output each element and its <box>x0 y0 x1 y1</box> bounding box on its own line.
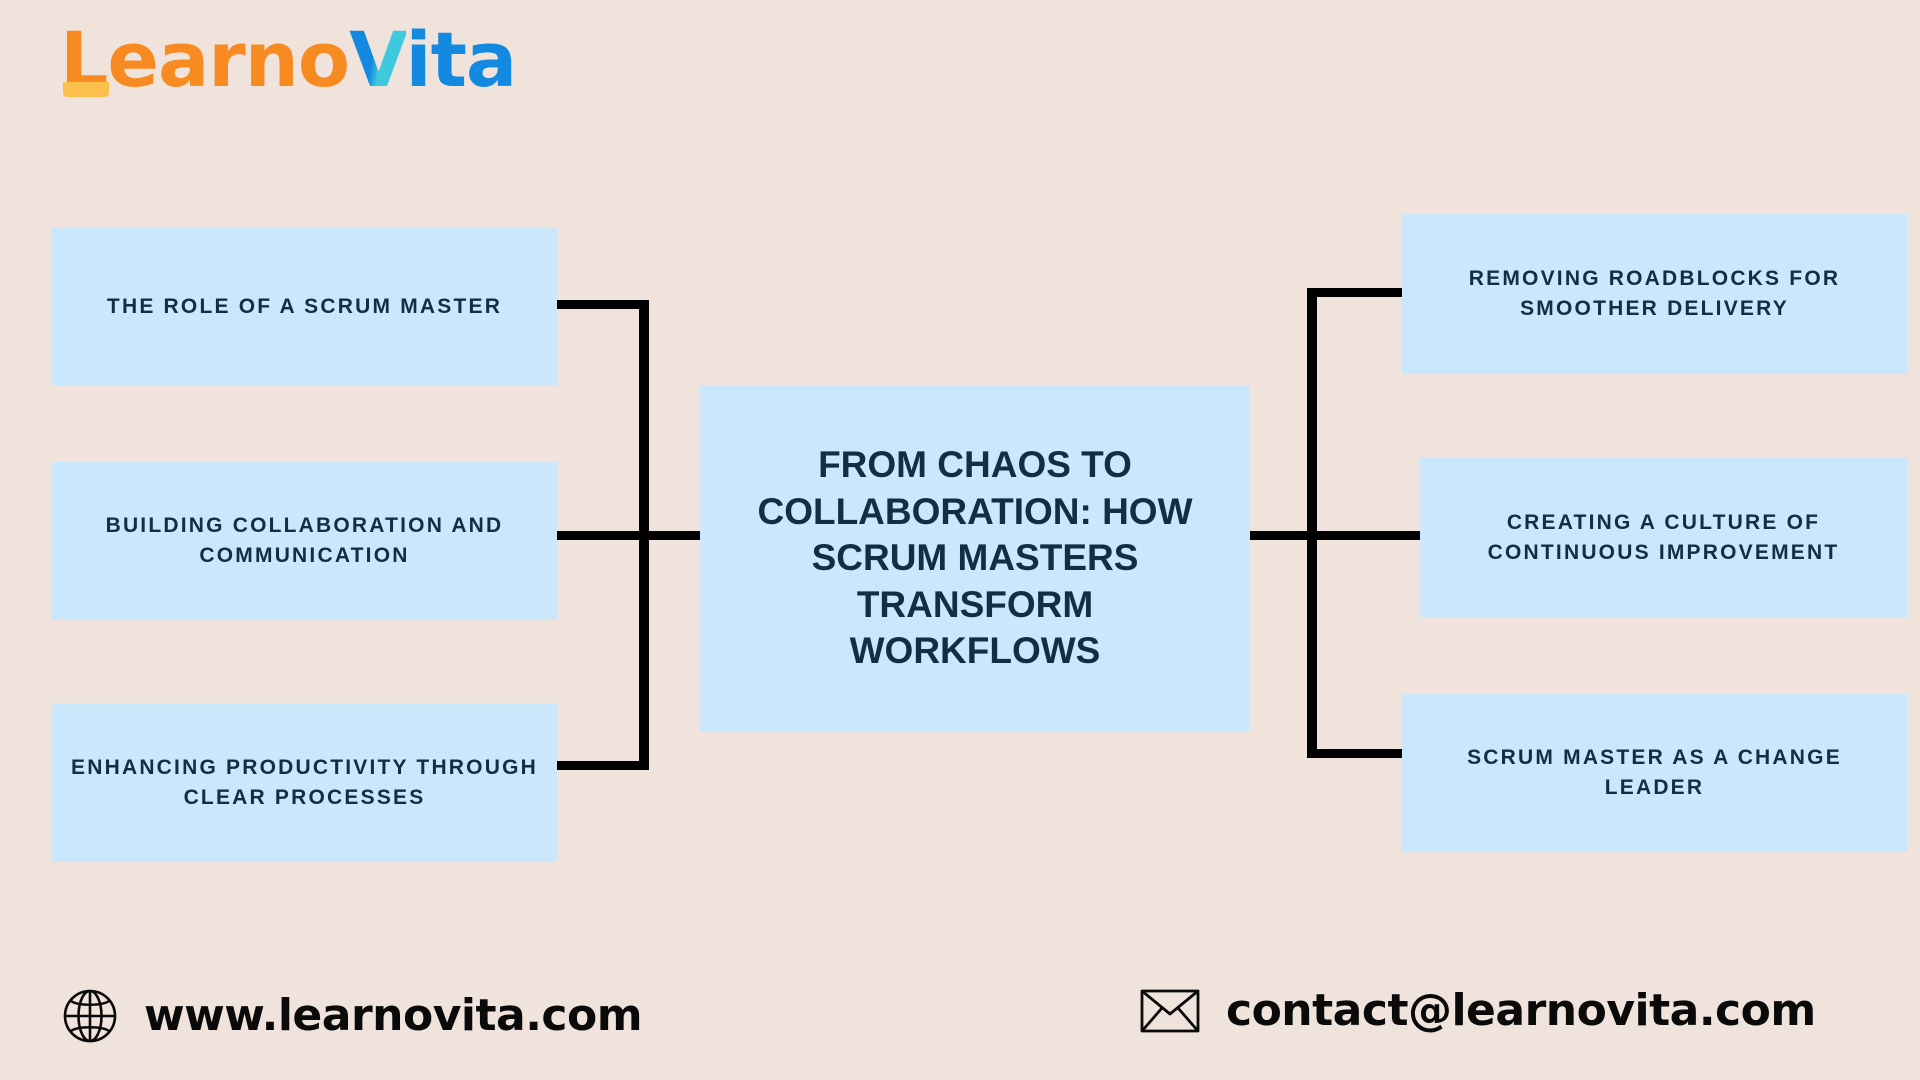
node-center-topic: FROM CHAOS TO COLLABORATION: HOW SCRUM M… <box>700 386 1250 731</box>
footer-website: www.learnovita.com <box>62 988 643 1044</box>
logo-text-v: V <box>349 15 406 104</box>
connector-left-branch-1 <box>553 300 645 309</box>
node-right-3: SCRUM MASTER AS A CHANGE LEADER <box>1402 694 1907 852</box>
learnovita-logo: LearnoVita <box>60 22 517 98</box>
connector-left-branch-2 <box>553 531 645 540</box>
node-right-3-label: SCRUM MASTER AS A CHANGE LEADER <box>1467 745 1842 799</box>
node-left-1-label: THE ROLE OF A SCRUM MASTER <box>106 294 503 318</box>
connector-left-branch-3 <box>553 761 645 770</box>
node-right-1: REMOVING ROADBLOCKS FOR SMOOTHER DELIVER… <box>1402 214 1907 374</box>
node-left-2-label: BUILDING COLLABORATION AND COMMUNICATION <box>105 513 504 567</box>
node-left-3-label: ENHANCING PRODUCTIVITY THROUGH CLEAR PRO… <box>71 755 538 809</box>
node-center-label: FROM CHAOS TO COLLABORATION: HOW SCRUM M… <box>757 443 1193 672</box>
connector-right-branch-1 <box>1307 288 1407 297</box>
node-right-2: CREATING A CULTURE OF CONTINUOUS IMPROVE… <box>1420 458 1907 618</box>
node-right-1-label: REMOVING ROADBLOCKS FOR SMOOTHER DELIVER… <box>1468 266 1841 320</box>
node-left-2: BUILDING COLLABORATION AND COMMUNICATION <box>52 462 557 620</box>
connector-right-branch-3 <box>1307 749 1407 758</box>
connector-right-trunk <box>1307 288 1317 758</box>
node-left-3: ENHANCING PRODUCTIVITY THROUGH CLEAR PRO… <box>52 704 557 862</box>
website-text: www.learnovita.com <box>144 990 643 1041</box>
connector-left-stem <box>639 531 705 540</box>
logo-l-swash <box>63 82 109 97</box>
connector-right-stem <box>1245 531 1311 540</box>
logo-text-ita: ita <box>405 15 518 104</box>
footer-email: contact@learnovita.com <box>1140 988 1816 1034</box>
connector-right-branch-2 <box>1307 531 1425 540</box>
node-left-1: THE ROLE OF A SCRUM MASTER <box>52 228 557 386</box>
globe-icon <box>63 989 117 1043</box>
envelope-icon <box>1140 989 1200 1033</box>
email-text: contact@learnovita.com <box>1226 985 1816 1036</box>
node-right-2-label: CREATING A CULTURE OF CONTINUOUS IMPROVE… <box>1487 510 1840 564</box>
